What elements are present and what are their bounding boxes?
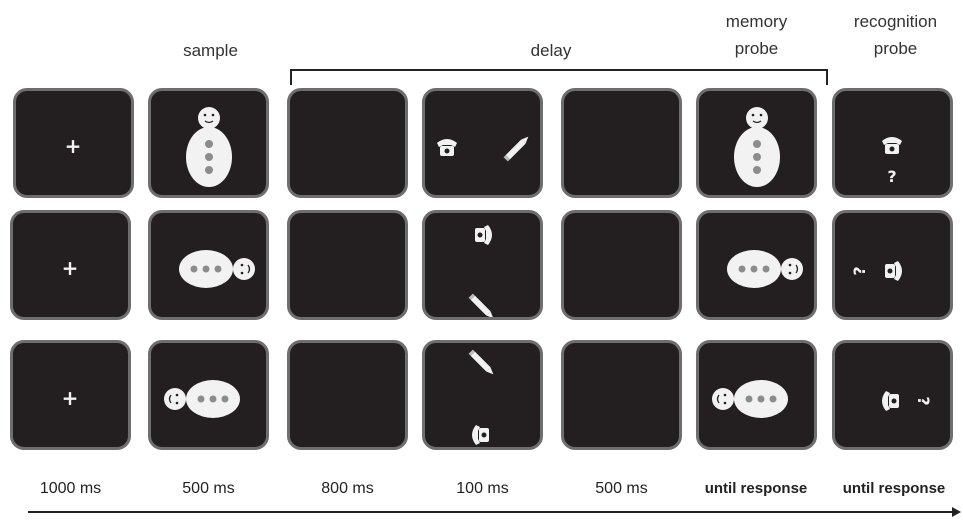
header-memory-probe-line2: probe xyxy=(734,39,779,58)
panel-r2-fixation: + xyxy=(10,210,131,320)
delay-bracket xyxy=(290,69,828,85)
telephone-icon xyxy=(882,391,899,411)
timing-recognition-probe: until response xyxy=(842,480,946,497)
telephone-icon xyxy=(472,425,489,445)
question-mark-rotated: ? xyxy=(850,266,869,275)
panel-r1-delay-objects xyxy=(422,88,543,198)
header-memory-probe-line1: memory xyxy=(725,12,788,31)
snowman-vertical xyxy=(734,107,780,187)
timing-delay-objects: 100 ms xyxy=(456,480,509,497)
panel-r3-memory-probe xyxy=(696,340,817,450)
telephone-icon xyxy=(437,139,457,156)
panel-r1-sample xyxy=(148,88,269,198)
panel-r3-blank-1 xyxy=(287,340,408,450)
header-recognition-probe-line2: probe xyxy=(873,39,918,58)
snowman-horizontal-head-right xyxy=(179,250,255,288)
snowman-horizontal-head-left xyxy=(712,380,788,418)
fixation-cross: + xyxy=(65,134,82,158)
panel-r2-delay-objects xyxy=(422,210,543,320)
timing-fixation: 1000 ms xyxy=(39,480,102,497)
snowman-horizontal-head-right xyxy=(727,250,803,288)
header-memory-probe: memory probe xyxy=(696,8,817,62)
header-recognition-probe: recognition probe xyxy=(835,8,956,62)
telephone-icon xyxy=(885,261,902,281)
panel-r2-blank-2 xyxy=(561,210,682,320)
pencil-icon xyxy=(503,136,529,162)
panel-r1-blank-2 xyxy=(561,88,682,198)
header-recognition-probe-line1: recognition xyxy=(853,12,938,31)
panel-r2-memory-probe xyxy=(696,210,817,320)
pencil-icon xyxy=(468,293,494,317)
snowman-vertical xyxy=(186,107,232,187)
timing-sample: 500 ms xyxy=(182,480,235,497)
timing-blank-2: 500 ms xyxy=(595,480,648,497)
header-sample: sample xyxy=(183,41,238,60)
header-delay: delay xyxy=(530,41,572,60)
panel-r3-recognition-probe: ? xyxy=(832,340,953,450)
panel-r2-sample xyxy=(148,210,269,320)
question-mark: ? xyxy=(887,167,896,186)
fixation-cross: + xyxy=(62,256,79,280)
panel-r3-delay-objects xyxy=(422,340,543,450)
panel-r2-blank-1 xyxy=(287,210,408,320)
telephone-icon xyxy=(882,137,902,154)
panel-r1-fixation: + xyxy=(13,88,134,198)
question-mark-rotated: ? xyxy=(914,396,933,405)
panel-r1-recognition-probe: ? xyxy=(832,88,953,198)
timing-memory-probe: until response xyxy=(704,480,808,497)
panel-r2-recognition-probe: ? xyxy=(832,210,953,320)
telephone-icon xyxy=(475,225,492,245)
question-mark: ? xyxy=(850,266,869,275)
snowman-horizontal-head-left xyxy=(164,380,240,418)
question-mark: ? xyxy=(914,396,933,405)
panel-r1-blank-1 xyxy=(287,88,408,198)
pencil-icon xyxy=(468,349,494,375)
panel-r1-memory-probe xyxy=(696,88,817,198)
panel-r3-fixation: + xyxy=(10,340,131,450)
timing-blank-1: 800 ms xyxy=(321,480,374,497)
panel-r3-blank-2 xyxy=(561,340,682,450)
panel-r3-sample xyxy=(148,340,269,450)
fixation-cross: + xyxy=(62,386,79,410)
